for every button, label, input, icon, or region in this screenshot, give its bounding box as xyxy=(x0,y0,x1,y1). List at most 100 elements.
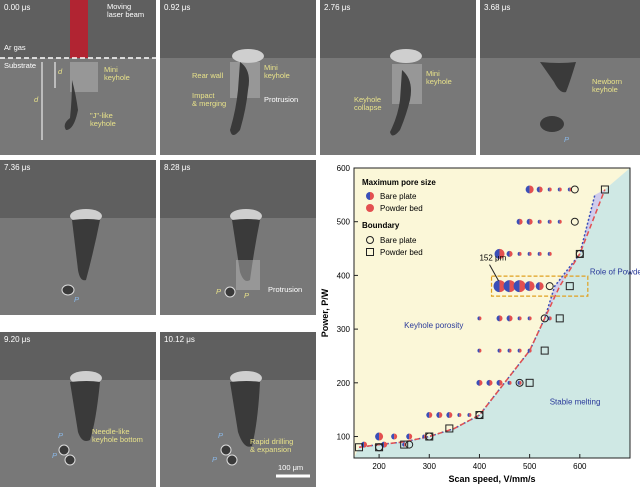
pore-half-bare xyxy=(436,412,440,419)
timestamp: 0.92 μs xyxy=(164,3,191,12)
pore-marker xyxy=(517,380,522,385)
pore-half-bare xyxy=(494,248,500,259)
pore-marker xyxy=(507,380,512,385)
pore-half-powder xyxy=(489,379,493,386)
pore-half-bare xyxy=(497,348,500,353)
legend-powder-swatch xyxy=(366,204,374,212)
pore-marker xyxy=(477,348,482,353)
label: Impact & merging xyxy=(192,91,227,108)
legend-boundary-title: Boundary xyxy=(362,221,400,230)
boundary-circle xyxy=(570,217,579,226)
timestamp: 3.68 μs xyxy=(484,3,511,12)
pore-marker xyxy=(547,187,552,192)
panel-4: 7.36 μs P xyxy=(0,160,156,315)
pore-half-powder xyxy=(549,316,552,321)
boundary-square xyxy=(575,249,584,258)
legend-pore-bare: Bare plate xyxy=(380,192,417,201)
pore-marker xyxy=(446,412,453,419)
pore-half-powder xyxy=(519,280,526,293)
stable-region xyxy=(354,168,630,458)
pore-marker xyxy=(513,280,526,293)
micrograph-7 xyxy=(160,332,316,487)
pore-half-bare xyxy=(506,315,510,322)
pore-half-bare xyxy=(535,282,540,291)
boundary-square xyxy=(565,282,574,291)
pore-half-bare xyxy=(537,251,540,256)
pore-marker xyxy=(436,412,443,419)
y-tick-label: 500 xyxy=(337,218,351,227)
pore-half-powder xyxy=(519,348,522,353)
panel-0: 0.00 μs Moving laser beam Ar gas Substra… xyxy=(0,0,156,155)
highlight-box xyxy=(490,275,589,297)
pore-marker xyxy=(524,281,535,292)
pore-marker xyxy=(507,348,512,353)
pore-half-powder xyxy=(499,280,506,293)
pore-half-bare xyxy=(517,316,520,321)
boundary-curve-powder xyxy=(358,189,606,449)
label: Rear wall xyxy=(192,71,224,80)
legend-circle-swatch xyxy=(366,236,374,244)
boundary-square xyxy=(400,440,409,449)
label: P xyxy=(216,287,222,296)
pore-half-bare xyxy=(567,187,570,192)
pore-half-powder xyxy=(509,250,513,257)
pore-marker xyxy=(526,218,533,225)
label: Protrusion xyxy=(268,285,303,294)
pore-half-powder xyxy=(529,348,532,353)
pore-marker xyxy=(494,248,505,259)
pore-half-bare xyxy=(406,433,410,440)
pore-marker xyxy=(525,185,534,194)
legend-boundary-powder: Powder bed xyxy=(380,248,423,257)
label: P xyxy=(58,431,64,440)
boundary-square xyxy=(355,443,364,452)
annotation-size: 152 μm xyxy=(479,253,506,262)
micrograph-6 xyxy=(0,332,156,487)
pore-marker xyxy=(406,433,413,440)
pore-half-bare xyxy=(477,316,480,321)
pore-half-bare xyxy=(391,433,395,440)
label: Mini keyhole xyxy=(264,63,290,80)
pore-half-powder xyxy=(449,412,453,419)
label: Mini keyhole xyxy=(426,69,452,86)
boundary-circle xyxy=(545,282,554,291)
boundary-circle xyxy=(540,314,549,323)
pore-half-bare xyxy=(557,219,560,224)
pore-marker xyxy=(496,379,503,386)
micrograph-3 xyxy=(480,0,640,155)
boundary-circle xyxy=(405,440,414,449)
pore-marker xyxy=(391,433,398,440)
pore-half-bare xyxy=(516,218,520,225)
boundary-square xyxy=(475,411,484,420)
pore-marker xyxy=(361,441,368,448)
label: Protrusion xyxy=(264,95,299,104)
pore-marker xyxy=(375,432,384,441)
boundary-square xyxy=(525,378,534,387)
panel-2: 2.76 μs Mini keyhole Keyhole collapse xyxy=(320,0,476,155)
pore-half-powder xyxy=(499,379,503,386)
panel-5: 8.28 μs P P Protrusion xyxy=(160,160,316,315)
pore-half-powder xyxy=(549,187,552,192)
pore-half-bare xyxy=(426,412,430,419)
annotation-keyhole-porosity: Keyhole porosity xyxy=(404,321,463,330)
legend-pore-title: Maximum pore size xyxy=(362,178,436,187)
chart-labels: Scan speed, V/mm/s Power, P/W Maximum po… xyxy=(320,178,640,484)
x-tick-label: 300 xyxy=(423,462,437,471)
pore-half-powder xyxy=(549,219,552,224)
pore-marker xyxy=(537,251,542,256)
pore-half-powder xyxy=(549,251,552,256)
pore-half-bare xyxy=(446,412,450,419)
label: Substrate xyxy=(4,61,37,70)
pore-marker xyxy=(496,315,503,322)
legend-pore-powder: Powder bed xyxy=(380,204,423,213)
boundary-circle xyxy=(570,185,579,194)
pore-half-powder xyxy=(429,412,433,419)
pore-marker xyxy=(557,187,562,192)
pore-half-bare xyxy=(524,281,530,292)
pore-half-bare xyxy=(476,379,480,386)
boundary-square xyxy=(425,432,434,441)
panel-3: 3.68 μs Newborn keyhole P xyxy=(480,0,640,155)
pore-half-powder xyxy=(379,432,384,441)
legend-square-swatch xyxy=(366,248,374,256)
pore-half-powder xyxy=(559,187,562,192)
